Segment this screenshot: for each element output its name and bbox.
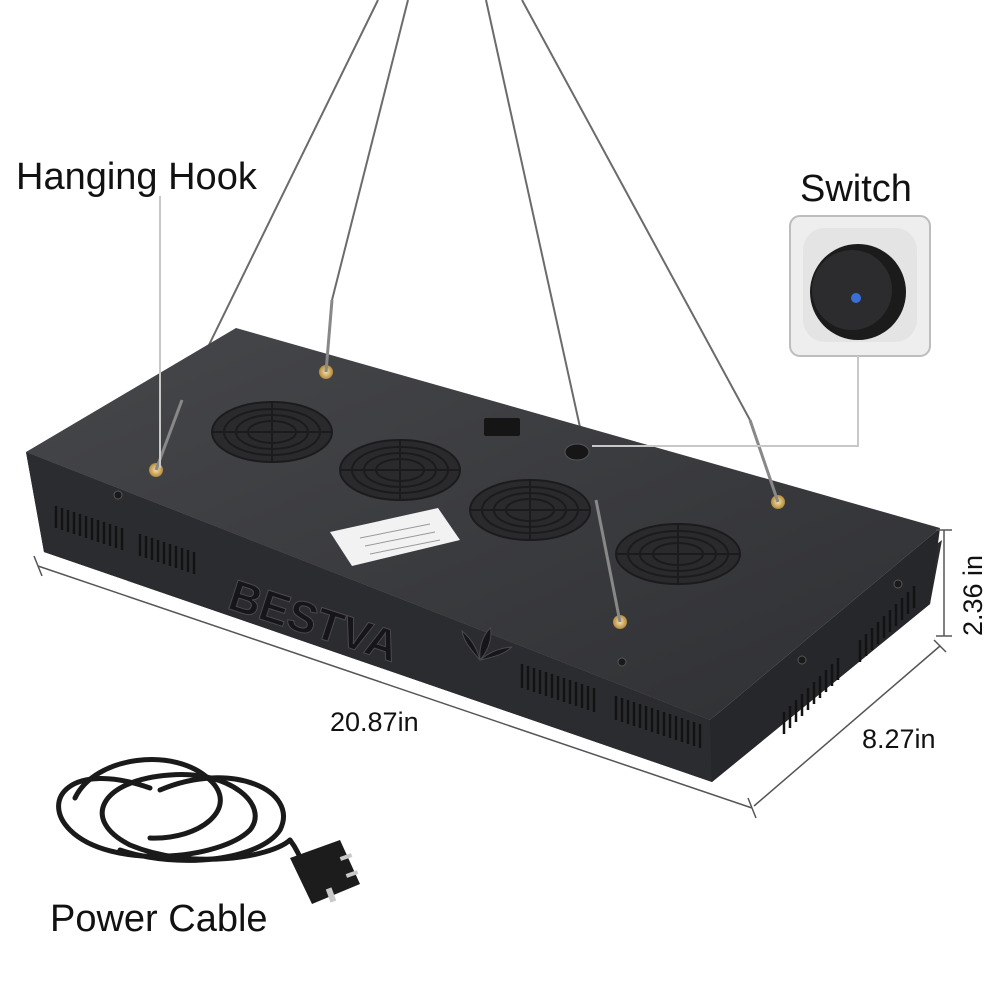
power-cable-illustration	[56, 757, 313, 875]
leaf-logo-icon	[461, 626, 513, 662]
hanging-hook-label: Hanging Hook	[16, 156, 257, 198]
length-dimension-line	[37, 565, 753, 809]
screws	[113, 490, 903, 667]
hook-2	[319, 299, 334, 379]
width-dimension-label: 8.27in	[862, 724, 936, 754]
height-dimension-label: 2.36 in	[958, 554, 988, 636]
fan-1	[211, 401, 333, 463]
dimension-lines	[33, 529, 952, 819]
switch-callout	[592, 215, 931, 447]
power-cable-label: Power Cable	[50, 898, 268, 940]
hanging-wires	[181, 0, 751, 501]
fan-4	[615, 523, 741, 585]
fan-2	[339, 439, 461, 501]
side-vents	[54, 506, 916, 748]
plug-icon	[290, 840, 360, 904]
hanging-hooks	[149, 299, 785, 629]
hook-3	[594, 499, 627, 629]
cooling-fans	[211, 401, 741, 585]
spec-sticker	[330, 508, 460, 566]
length-dimension-label: 20.87in	[330, 707, 419, 737]
switch-indicator-icon	[851, 293, 861, 303]
width-dimension-line	[753, 645, 941, 807]
fan-3	[469, 479, 591, 541]
panel-switch	[564, 443, 590, 461]
power-socket	[484, 418, 520, 436]
switch-callout-line	[592, 356, 859, 447]
hook-4	[748, 419, 785, 509]
switch-label: Switch	[800, 168, 912, 210]
